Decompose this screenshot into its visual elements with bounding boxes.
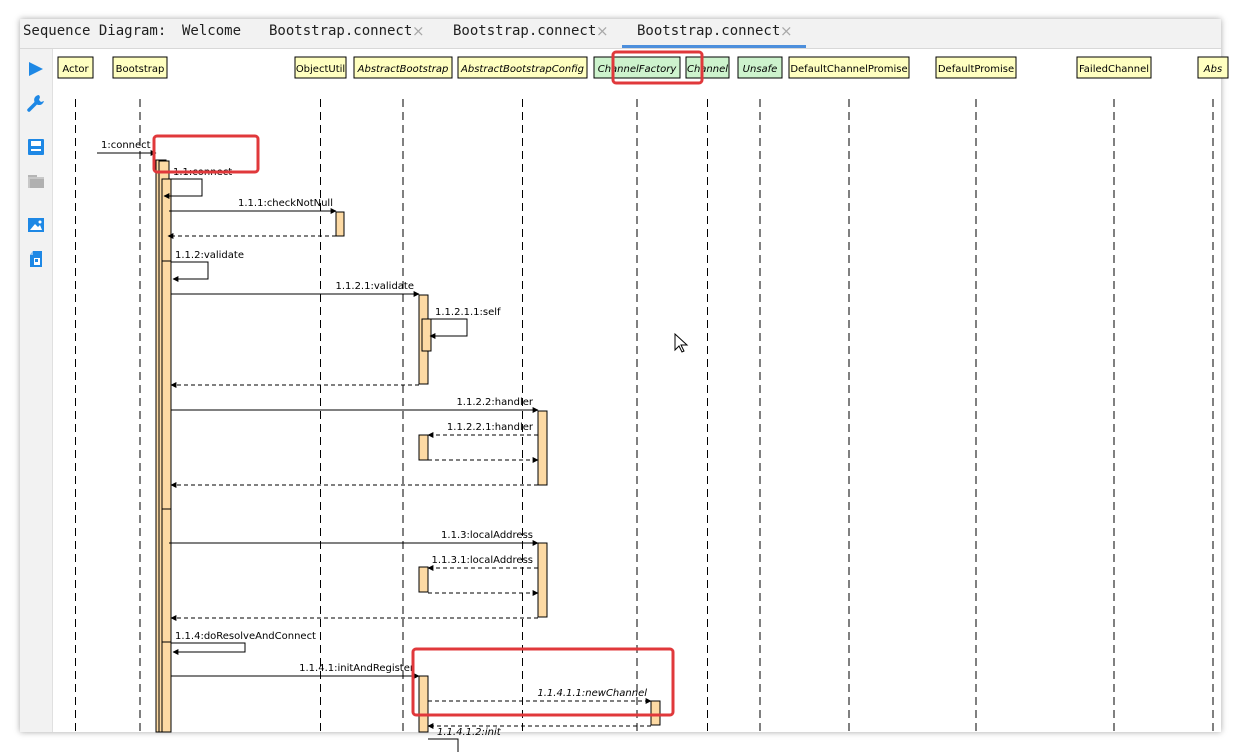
participant-label: Abs bbox=[1203, 64, 1222, 75]
image-icon[interactable] bbox=[26, 215, 46, 235]
save-icon[interactable] bbox=[26, 137, 46, 157]
participant-head[interactable]: AbstractBootstrap bbox=[353, 56, 453, 79]
message-label: 1:connect bbox=[101, 140, 151, 151]
participant-box bbox=[57, 56, 94, 79]
participant-label: Unsafe bbox=[743, 64, 778, 75]
participant-head[interactable]: ObjectUtil bbox=[294, 56, 347, 79]
activation-bar bbox=[537, 410, 548, 486]
activation-bar bbox=[650, 700, 661, 726]
participant-label: FailedChannel bbox=[1079, 64, 1149, 75]
message-label: 1.1.4.1.1:newChannel bbox=[537, 688, 647, 699]
export-icon[interactable] bbox=[26, 249, 46, 269]
participant-label: ChannelFactory bbox=[598, 64, 678, 75]
message-label: 1.1.4:doResolveAndConnect bbox=[175, 631, 316, 642]
message-arrow[interactable]: 1.1.2.2:handler bbox=[171, 397, 539, 413]
participant-head[interactable]: Channel bbox=[685, 56, 730, 79]
sequence-diagram: 1:connect1.1:connect1.1.1:checkNotNull1.… bbox=[57, 50, 1229, 752]
wrench-icon[interactable] bbox=[26, 93, 46, 113]
activation-bar bbox=[161, 260, 172, 510]
active-tab-indicator bbox=[622, 45, 806, 48]
participant-box bbox=[685, 56, 730, 79]
tab-welcome[interactable]: Welcome bbox=[182, 23, 242, 39]
participant-box bbox=[1076, 56, 1152, 79]
participant-head[interactable]: DefaultPromise bbox=[935, 56, 1017, 79]
tab-close-icon[interactable]: × bbox=[780, 22, 793, 40]
message-arrow[interactable]: 1.1.2:validate bbox=[171, 250, 244, 282]
message-arrow[interactable]: 1.1.4.1:initAndRegister bbox=[171, 663, 420, 679]
participant-box bbox=[935, 56, 1017, 79]
participant-label: ObjectUtil bbox=[296, 64, 345, 75]
tab-close-icon[interactable]: × bbox=[596, 22, 609, 40]
activation-bar bbox=[421, 318, 432, 352]
message-label: 1.1.2.2.1:handler bbox=[447, 422, 534, 433]
participant-box bbox=[353, 56, 453, 79]
participant-head[interactable]: ChannelFactory bbox=[593, 56, 681, 79]
message-arrow[interactable]: 1.1.3.1:localAddress bbox=[427, 555, 538, 571]
tab-bootstrap-connect-3[interactable]: Bootstrap.connect bbox=[637, 23, 781, 39]
participant-box bbox=[593, 56, 681, 79]
message-label: 1.1.2.2:handler bbox=[456, 397, 533, 408]
participant-label: AbstractBootstrapConfig bbox=[460, 64, 584, 75]
message-arrow[interactable]: 1.1.2.1:validate bbox=[171, 281, 420, 297]
activation-bar bbox=[335, 211, 345, 237]
message-label: 1.1.2:validate bbox=[175, 250, 244, 261]
message-arrow[interactable]: 1.1.2.2.1:handler bbox=[427, 422, 538, 438]
highlight-box bbox=[411, 647, 675, 717]
message-label: 1.1.3.1:localAddress bbox=[432, 555, 533, 566]
activation-bar bbox=[161, 641, 172, 733]
message-label: 1.1.2.1.1:self bbox=[435, 307, 501, 318]
highlight-box bbox=[152, 134, 260, 174]
message-arrow[interactable]: 1:connect bbox=[97, 140, 157, 156]
participant-label: AbstractBootstrap bbox=[357, 64, 449, 75]
message-label: 1.1.3:localAddress bbox=[441, 530, 533, 541]
activation-bar bbox=[418, 434, 429, 461]
participant-label: Bootstrap bbox=[116, 64, 165, 75]
message-arrow[interactable]: 1.1.1:checkNotNull bbox=[169, 198, 337, 214]
diagram-toolbar bbox=[20, 49, 53, 732]
participant-head[interactable]: DefaultChannelPromise bbox=[788, 56, 910, 79]
participant-head[interactable]: Abs bbox=[1197, 56, 1229, 79]
tab-bar: Sequence Diagram: Welcome Bootstrap.conn… bbox=[20, 19, 1221, 49]
activation-bar bbox=[537, 542, 548, 618]
tab-bootstrap-connect-2[interactable]: Bootstrap.connect bbox=[453, 23, 597, 39]
play-icon[interactable] bbox=[26, 59, 46, 79]
tab-close-icon[interactable]: × bbox=[412, 22, 425, 40]
tab-bootstrap-connect-1[interactable]: Bootstrap.connect bbox=[269, 23, 413, 39]
participant-box bbox=[1197, 56, 1229, 79]
participant-box bbox=[112, 56, 168, 79]
participant-box bbox=[788, 56, 910, 79]
participant-head[interactable]: AbstractBootstrapConfig bbox=[457, 56, 588, 79]
participant-box bbox=[737, 56, 783, 79]
highlight-box bbox=[611, 50, 704, 85]
message-label: 1.1.4.1.2:init bbox=[437, 727, 502, 738]
folder-icon[interactable] bbox=[26, 171, 46, 191]
activation-bar bbox=[418, 675, 429, 733]
message-label: 1.1.4.1:initAndRegister bbox=[299, 663, 415, 674]
mouse-cursor-icon bbox=[674, 332, 689, 353]
participant-head[interactable]: Bootstrap bbox=[112, 56, 168, 79]
participant-box bbox=[294, 56, 347, 79]
message-arrow[interactable]: 1.1.4.1.1:newChannel bbox=[428, 688, 652, 704]
message-arrow[interactable]: 1.1.4:doResolveAndConnect bbox=[171, 631, 316, 655]
participant-label: Actor bbox=[62, 64, 89, 75]
participant-label: Channel bbox=[687, 64, 728, 75]
message-arrow[interactable]: 1.1.2.1.1:self bbox=[428, 307, 501, 339]
participant-head[interactable]: FailedChannel bbox=[1076, 56, 1152, 79]
message-arrow[interactable]: 1.1.3:localAddress bbox=[169, 530, 539, 546]
diagram-title: Sequence Diagram: bbox=[23, 23, 167, 39]
message-label: 1.1.1:checkNotNull bbox=[238, 198, 333, 209]
participant-head[interactable]: Actor bbox=[57, 56, 94, 79]
participant-label: DefaultPromise bbox=[938, 64, 1014, 75]
participant-box bbox=[457, 56, 588, 79]
participant-label: DefaultChannelPromise bbox=[790, 64, 907, 75]
participant-head[interactable]: Unsafe bbox=[737, 56, 783, 79]
sequence-diagram-window: Sequence Diagram: Welcome Bootstrap.conn… bbox=[20, 19, 1229, 752]
message-arrow[interactable]: 1.1.4.1.2:init bbox=[428, 727, 502, 752]
message-label: 1.1.2.1:validate bbox=[335, 281, 414, 292]
activation-bar bbox=[418, 566, 429, 593]
